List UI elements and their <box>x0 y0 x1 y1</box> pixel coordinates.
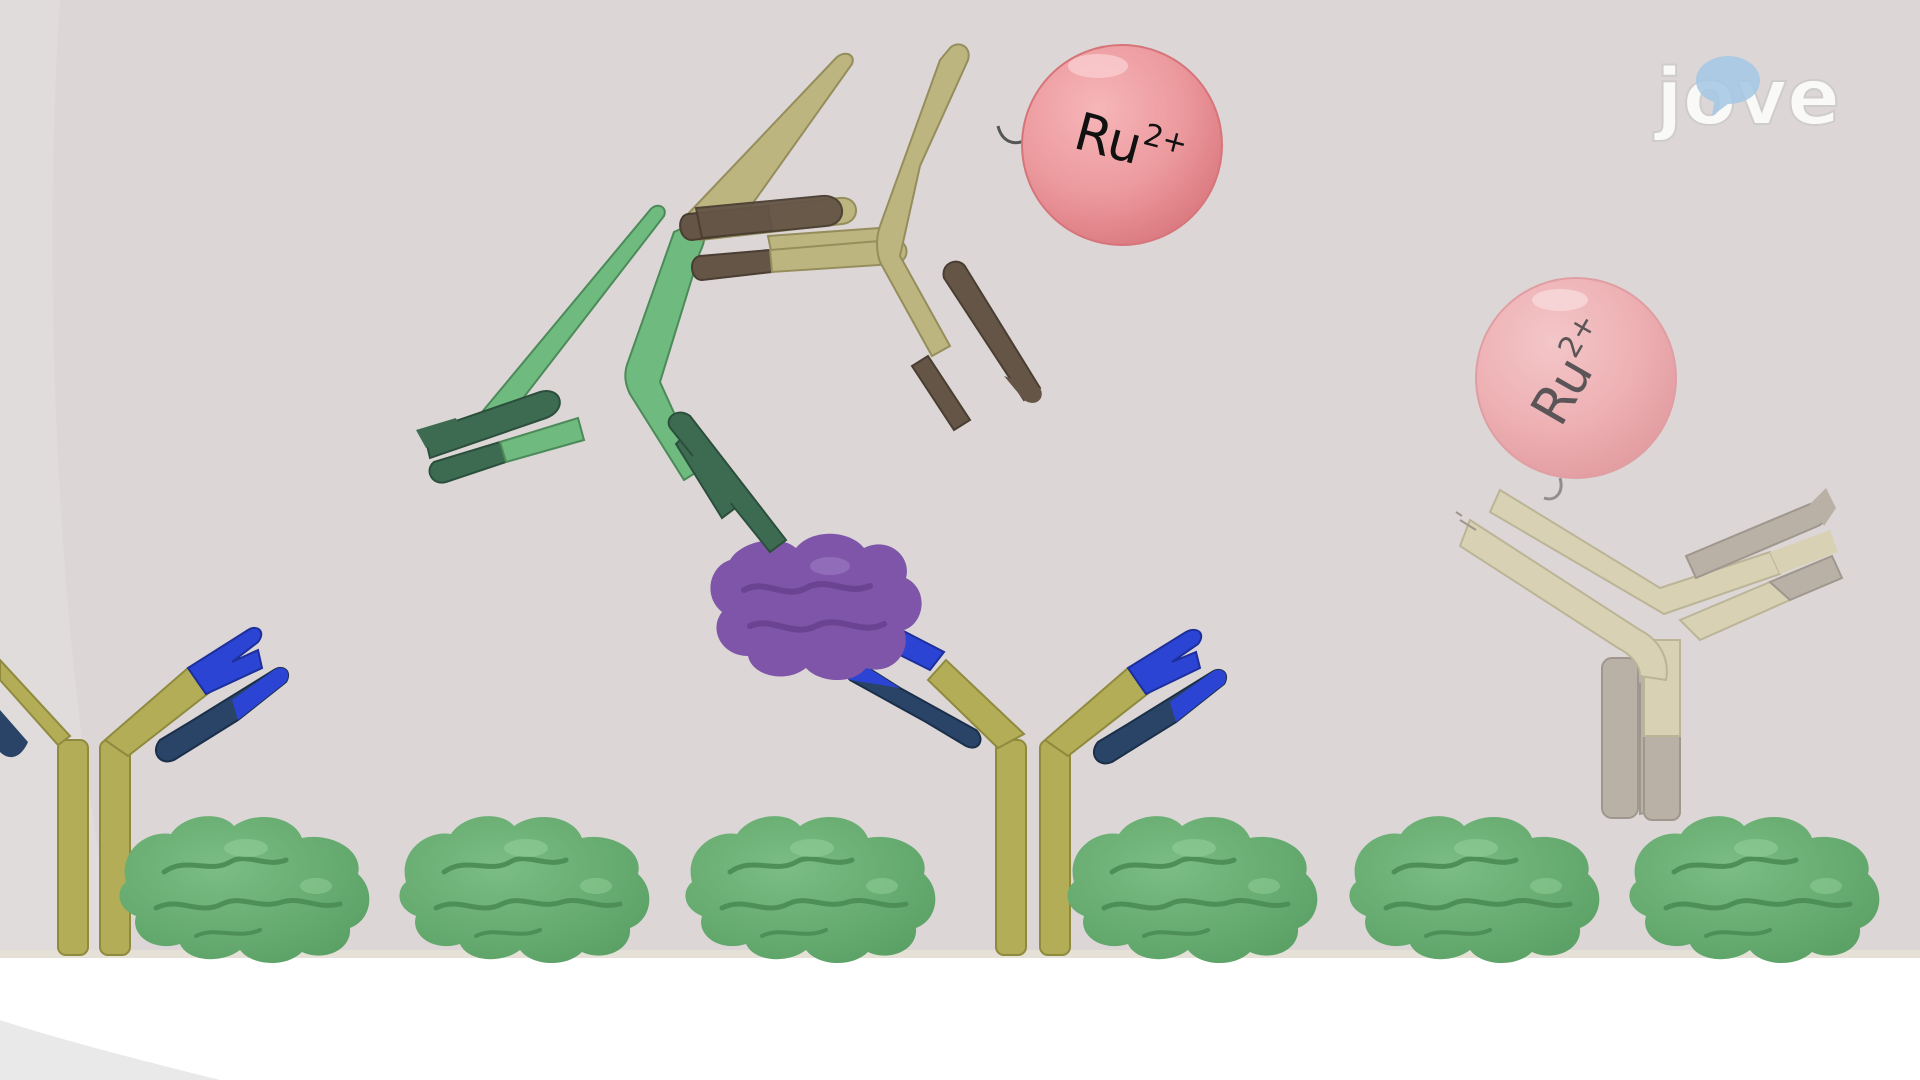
target-antigen <box>710 533 922 681</box>
unbound-detection-antibody <box>1455 477 1844 821</box>
capture-antibody-left <box>0 626 290 956</box>
ruthenium-label-primary: Ru2+ <box>1021 44 1223 246</box>
plate-surface <box>0 955 1920 1080</box>
detection-antibody <box>679 43 1042 432</box>
ruthenium-label-faded: Ru2+ <box>1475 277 1677 479</box>
chat-bubble-icon <box>1696 56 1760 116</box>
jove-logo-text: jove <box>1653 53 1840 143</box>
primary-antibody <box>416 204 788 554</box>
capture-antibody-center <box>846 619 1228 956</box>
jove-watermark: jove <box>1652 52 1841 144</box>
